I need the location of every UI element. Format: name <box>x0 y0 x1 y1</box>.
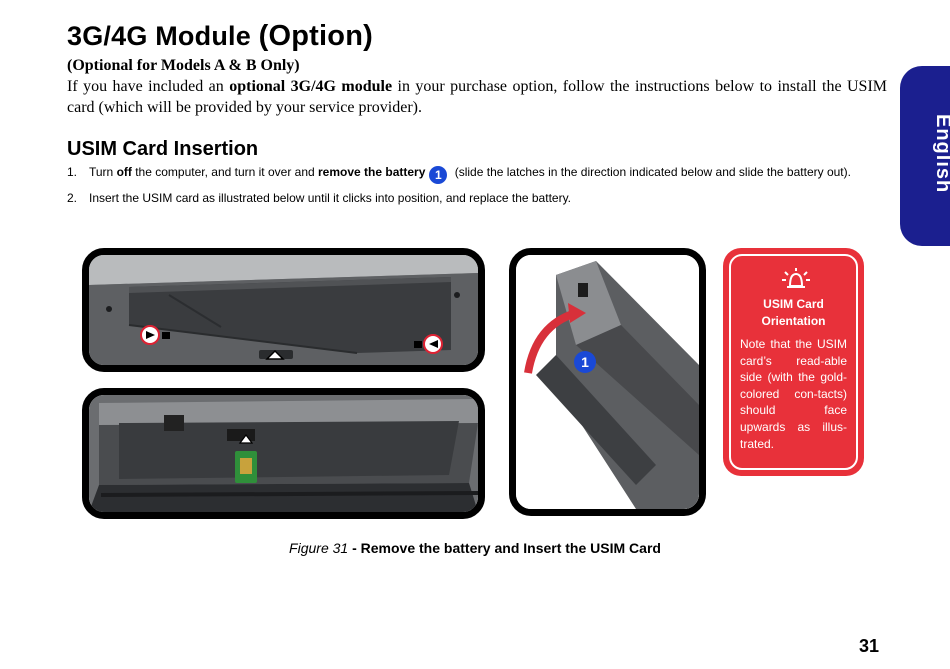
step-text: the computer, and turn it over and <box>131 165 319 179</box>
arrow-up-icon <box>265 349 285 360</box>
intro-text-1: If you have included an <box>67 78 230 95</box>
page-title-main: 3G/4G Module <box>67 21 259 51</box>
step-1: 1. Turn off the computer, and turn it ov… <box>67 164 882 184</box>
intro-bold: optional 3G/4G module <box>229 78 393 95</box>
language-tab-label: English <box>932 114 950 194</box>
curved-arrow-icon <box>524 309 578 374</box>
caption-text: Remove the battery and Insert the USIM C… <box>360 540 661 556</box>
step-2: 2. Insert the USIM card as illustrated b… <box>67 190 882 207</box>
step-number: 1. <box>67 165 78 179</box>
section-heading: USIM Card Insertion <box>67 138 259 160</box>
page-title-option: (Option) <box>258 20 373 52</box>
note-callout-inner: USIM Card Orientation Note that the USIM… <box>729 254 858 470</box>
callout-title: USIM Card Orientation <box>761 297 826 328</box>
page-number: 31 <box>859 636 880 656</box>
usim-slot-illustration <box>89 395 478 512</box>
step-text: (slide the latches in the direction indi… <box>451 165 851 179</box>
figure-badge <box>574 351 596 373</box>
arrow-up-icon <box>238 434 254 444</box>
unlock-icon <box>414 341 422 348</box>
callout-body: Note that the USIM card’s read-able side… <box>740 337 847 451</box>
subtitle: (Optional for Models A & B Only) <box>67 57 300 74</box>
intro-paragraph: If you have included an optional 3G/4G m… <box>67 76 887 118</box>
figure-badge-label: 1 <box>581 354 589 370</box>
note-callout: USIM Card Orientation Note that the USIM… <box>723 248 864 476</box>
figure-label: Figure 31 <box>289 540 349 556</box>
lock-icon <box>162 332 170 339</box>
step-number: 2. <box>67 191 78 205</box>
steps-list: 1. Turn off the computer, and turn it ov… <box>67 164 882 213</box>
alert-bell-icon <box>782 268 810 288</box>
battery-removal-illustration: 1 <box>516 255 699 509</box>
usim-slot-photo <box>82 388 485 519</box>
step-text: Turn <box>89 165 117 179</box>
step-badge: 1 <box>429 166 448 184</box>
language-tab: English <box>900 66 950 246</box>
battery-removal-photo: 1 <box>509 248 706 516</box>
caption-separator: - <box>348 540 361 556</box>
step-text: Insert the USIM card as illustrated belo… <box>89 191 572 205</box>
intro-text-2: in your purchase option, follow the inst… <box>67 78 887 116</box>
step-bold: remove the battery <box>318 165 426 179</box>
step-bold: off <box>116 165 132 179</box>
figure-caption: Figure 31 - Remove the battery and Inser… <box>0 540 950 556</box>
battery-latch-photo <box>82 248 485 372</box>
battery-latch-illustration <box>89 255 478 365</box>
page-title: 3G/4G Module (Option) <box>67 20 373 53</box>
